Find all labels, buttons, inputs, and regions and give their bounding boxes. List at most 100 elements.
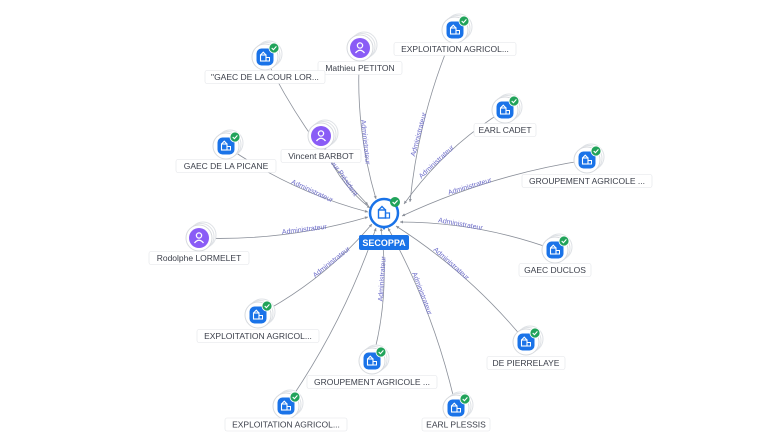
relation-edge <box>395 225 527 343</box>
node-label: Vincent BARBOT <box>288 151 354 161</box>
verified-check-icon <box>558 235 570 247</box>
relation-label: Administrateur <box>359 119 371 165</box>
edge-arrow <box>404 200 407 204</box>
verified-check-icon <box>590 145 602 157</box>
node-label: EXPLOITATION AGRICOL... <box>204 331 312 341</box>
node-label: EARL CADET <box>478 125 531 135</box>
building-icon <box>280 400 291 411</box>
person-icon <box>315 130 327 142</box>
node-label-box <box>280 149 362 163</box>
person-icon <box>354 42 366 54</box>
node-label: DE PIERRELAYE <box>493 358 560 368</box>
node-label-box <box>421 417 491 432</box>
relation-edge <box>257 223 373 316</box>
edge-arrow <box>373 195 377 199</box>
relation-label: Administrateur <box>410 271 433 316</box>
node-label-box <box>393 42 517 56</box>
edge-arrow <box>388 227 391 232</box>
center-node-label: SECOPPA <box>362 238 406 248</box>
building-icon <box>520 336 531 347</box>
node-label: GROUPEMENT AGRICOLE ... <box>529 176 645 186</box>
company-node[interactable]: EXPLOITATION AGRICOL... <box>224 389 348 432</box>
node-label: GAEC DE LA PICANE <box>184 161 269 171</box>
node-label-box <box>224 417 348 432</box>
node-label-box <box>306 375 438 389</box>
relation-label: Administrateur <box>410 111 428 157</box>
node-label-box <box>204 70 326 84</box>
center-pin <box>368 197 400 229</box>
building-icon <box>252 309 263 320</box>
verified-check-icon <box>289 391 301 403</box>
edge-arrow <box>366 204 370 208</box>
person-node[interactable]: Mathieu PETITON <box>317 31 403 75</box>
company-node[interactable]: GAEC DE LA PICANE <box>175 129 277 173</box>
edge-arrow <box>368 224 372 228</box>
edge-arrow <box>364 201 368 205</box>
relation-label: Président <box>336 169 358 197</box>
relation-edge <box>399 221 556 251</box>
person-icon <box>193 232 205 244</box>
company-node[interactable]: DE PIERRELAYE <box>486 325 566 370</box>
building-icon <box>377 205 391 219</box>
relation-edge <box>225 145 369 213</box>
building-icon <box>220 140 231 151</box>
verified-check-icon <box>268 42 280 54</box>
verified-check-icon <box>459 393 471 405</box>
verified-check-icon <box>375 346 387 358</box>
verified-check-icon <box>508 95 520 107</box>
company-node[interactable]: EXPLOITATION AGRICOL... <box>196 298 320 343</box>
company-node[interactable]: "GAEC DE LA COUR LOR... <box>204 40 326 84</box>
node-label-box <box>196 329 320 343</box>
person-node[interactable]: Vincent BARBOT <box>280 119 362 163</box>
building-icon <box>449 24 460 35</box>
verified-check-icon <box>390 197 400 207</box>
relation-label: Administrateur <box>282 224 328 237</box>
relation-label: Administrateur <box>378 255 388 301</box>
center-label-box <box>359 235 409 250</box>
company-node[interactable]: GROUPEMENT AGRICOLE ... <box>521 143 653 188</box>
node-label: "GAEC DE LA COUR LOR... <box>211 72 319 82</box>
edge-arrow <box>379 227 383 232</box>
relation-edge <box>285 227 377 407</box>
building-icon <box>549 244 560 255</box>
node-label-box <box>148 251 250 265</box>
edge-arrow <box>400 220 404 224</box>
center-node-secoppa[interactable]: SECOPPA <box>359 197 409 250</box>
edge-arrow <box>396 226 400 229</box>
company-node[interactable]: EARL PLESSIS <box>421 391 491 432</box>
node-label-box <box>317 61 403 75</box>
node-label-box <box>473 123 537 137</box>
node-label: EXPLOITATION AGRICOL... <box>232 420 340 430</box>
relation-label: Administrateur <box>447 177 493 197</box>
relation-label: Administrateur <box>438 217 484 232</box>
edge-arrow <box>408 198 412 202</box>
verified-check-icon <box>229 131 241 143</box>
node-label: GAEC DUCLOS <box>524 265 586 275</box>
company-node[interactable]: EARL CADET <box>473 93 537 137</box>
building-icon <box>259 51 270 62</box>
node-label-box <box>521 174 653 188</box>
nodes-layer: EXPLOITATION AGRICOL... Mathieu PETITON "G… <box>148 13 653 432</box>
verified-check-icon <box>458 15 470 27</box>
company-node[interactable]: GAEC DUCLOS <box>518 233 592 277</box>
person-node[interactable]: Rodolphe LORMELET <box>148 221 250 265</box>
edge-arrow <box>364 216 368 220</box>
verified-check-icon <box>529 327 541 339</box>
relation-label: Administrateur <box>312 245 352 279</box>
verified-check-icon <box>261 300 273 312</box>
relation-edge <box>401 159 588 217</box>
company-node[interactable]: EXPLOITATION AGRICOL... <box>393 13 517 56</box>
node-label: EXPLOITATION AGRICOL... <box>401 44 509 54</box>
building-icon <box>366 355 377 366</box>
edge-arrow <box>373 228 377 232</box>
relation-edge <box>403 109 506 205</box>
edge-arrow <box>402 213 406 217</box>
building-icon <box>581 154 592 165</box>
relation-edge <box>198 216 369 239</box>
building-icon <box>499 104 510 115</box>
relation-label: Administrateur <box>290 179 334 205</box>
node-label: Mathieu PETITON <box>325 63 394 73</box>
company-node[interactable]: GROUPEMENT AGRICOLE ... <box>306 344 438 389</box>
node-label-box <box>518 263 592 277</box>
